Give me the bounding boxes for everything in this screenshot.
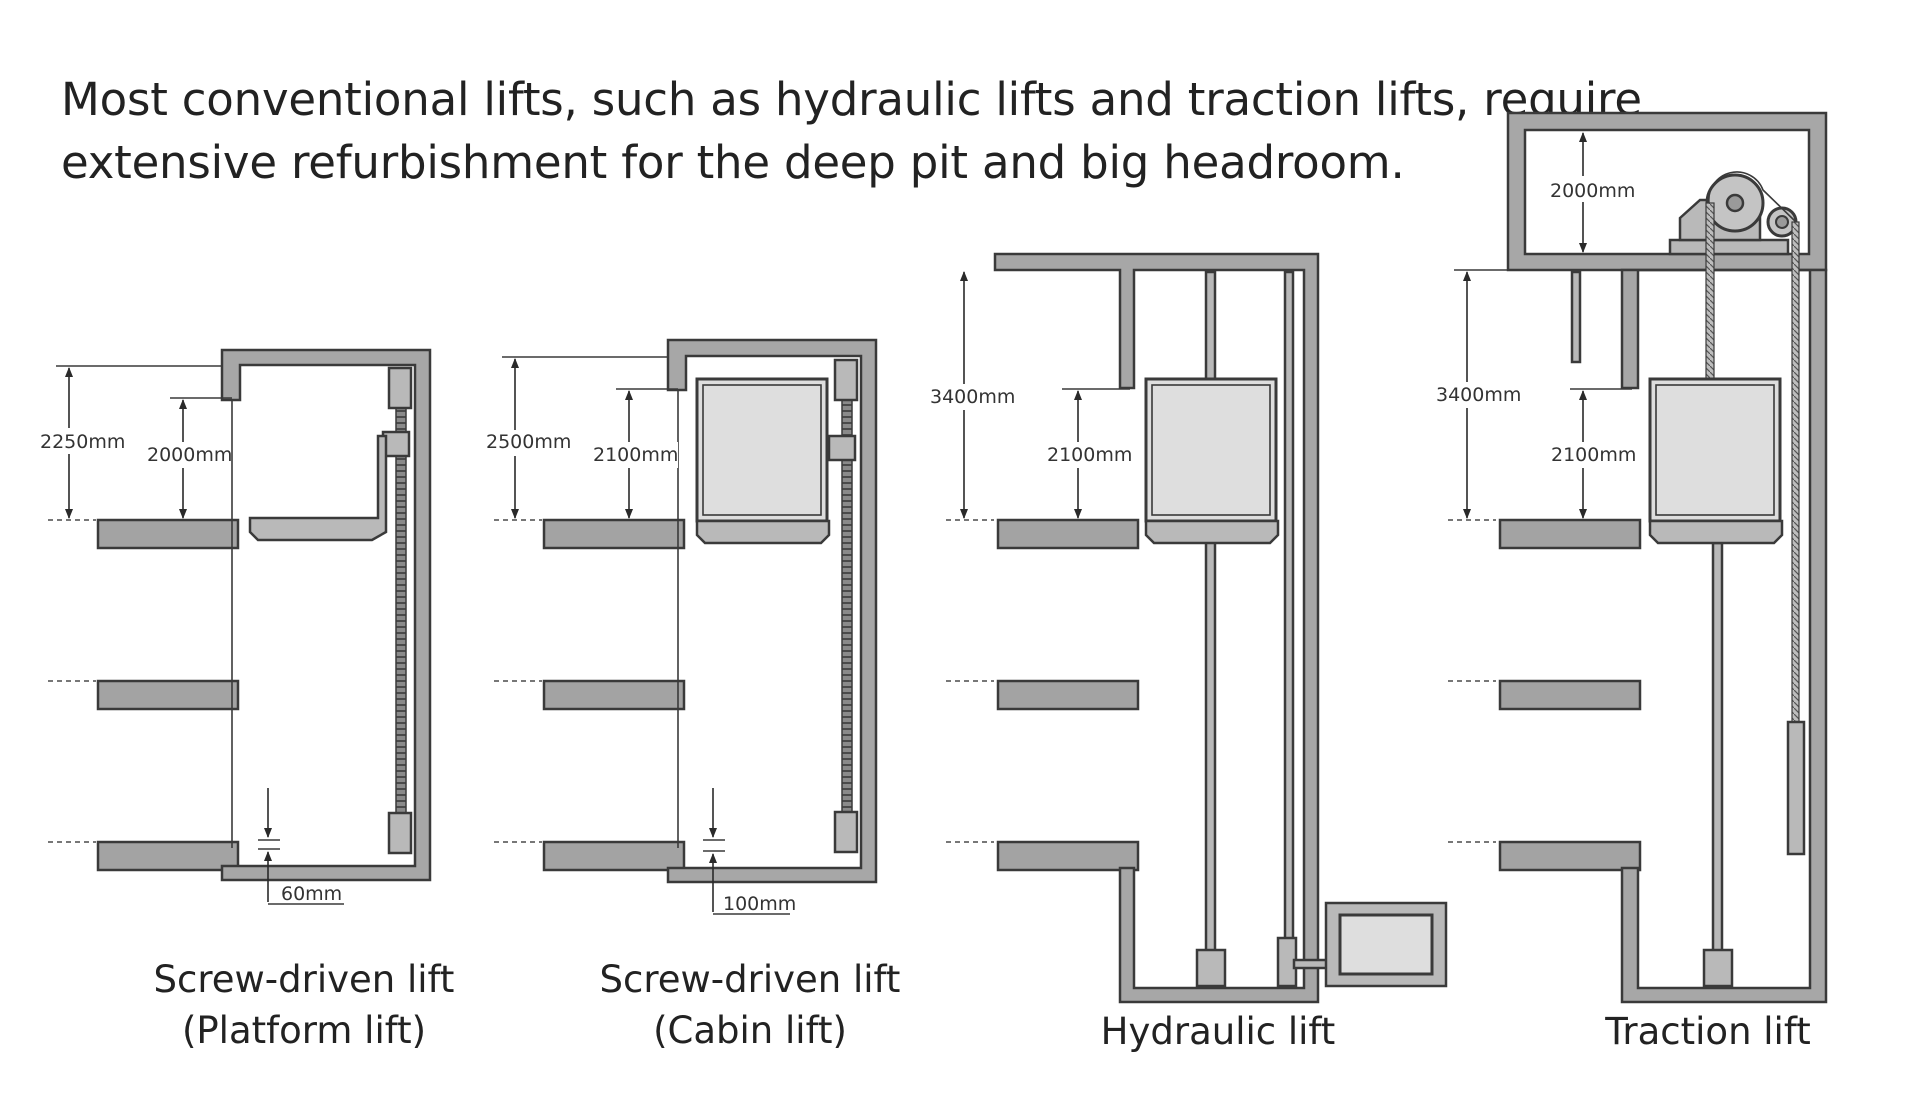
caption-line-1: Hydraulic lift	[1101, 1010, 1336, 1053]
hoist-rope	[1705, 202, 1715, 380]
shaft-wall	[993, 252, 1320, 1004]
pit-dimension-label: 60mm	[281, 883, 342, 905]
traction-sheave	[1705, 173, 1798, 238]
overall-dimension-label: 2500mm	[486, 431, 571, 453]
caption-line-1: Screw-driven lift	[600, 958, 901, 1001]
caption-line-2: (Platform lift)	[182, 1009, 426, 1052]
overall-dimension-label: 3400mm	[1436, 384, 1521, 406]
cabin	[1648, 377, 1782, 523]
screw-column	[395, 404, 407, 816]
hydraulic-lift	[946, 252, 1448, 1004]
counterweight	[1786, 720, 1806, 856]
overall-dimension-label: 3400mm	[930, 386, 1015, 408]
landing-slabs	[542, 518, 686, 872]
landing-slabs	[1498, 518, 1642, 872]
pit-dimension-label: 100mm	[723, 893, 796, 915]
caption-line-1: Screw-driven lift	[154, 958, 455, 1001]
landing-slabs	[96, 518, 240, 872]
cabin-dimension-label: 2100mm	[1551, 444, 1636, 466]
platform	[248, 434, 388, 542]
hydraulic-cylinder	[1195, 948, 1227, 988]
traction-lift	[1448, 111, 1828, 1004]
cabin-dimension-label: 2100mm	[1047, 444, 1132, 466]
cabin-dimension-label: 2000mm	[147, 444, 232, 466]
cabin-dimension-label: 2100mm	[593, 444, 678, 466]
screw-driven-platform-lift	[48, 348, 432, 905]
landing-slabs	[996, 518, 1140, 872]
machine-room-dimension-label: 2000mm	[1550, 180, 1635, 202]
screw-driven-cabin-lift	[494, 338, 878, 915]
shaft-wall	[1620, 268, 1828, 1004]
cabin	[1144, 377, 1278, 523]
caption-line-2: (Cabin lift)	[653, 1009, 847, 1052]
headline-line-2: extensive refurbishment for the deep pit…	[61, 136, 1405, 189]
cabin	[695, 377, 829, 523]
headline: Most conventional lifts, such as hydraul…	[61, 68, 1642, 194]
shaft-wall	[666, 338, 878, 884]
caption-line-1: Traction lift	[1604, 1010, 1810, 1053]
headline-line-1: Most conventional lifts, such as hydraul…	[61, 73, 1642, 126]
shaft-wall	[220, 348, 432, 882]
overall-dimension-label: 2250mm	[40, 431, 125, 453]
